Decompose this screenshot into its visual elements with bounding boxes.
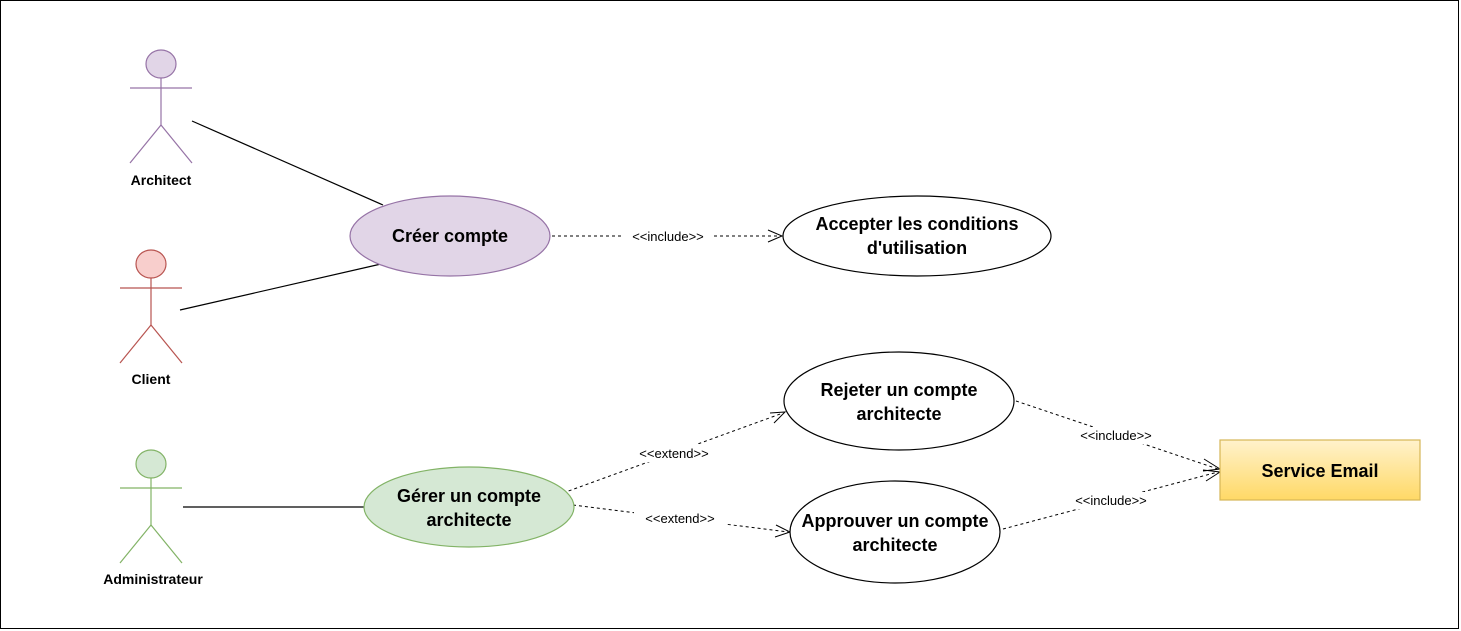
- label-extend-1: <<extend>>: [639, 446, 708, 461]
- usecase-accepter-conditions[interactable]: Accepter les conditions d'utilisation: [782, 195, 1052, 277]
- usecase-label-line1: Rejeter un compte: [820, 380, 977, 400]
- usecase-gerer-compte[interactable]: Gérer un compte architecte: [363, 466, 575, 548]
- actor-head: [135, 249, 167, 279]
- actor-head: [145, 49, 177, 79]
- usecase-label-line1: Gérer un compte: [397, 486, 541, 506]
- actor-architect-label: Architect: [131, 172, 192, 188]
- usecase-label: Créer compte: [392, 226, 508, 246]
- label-extend-2: <<extend>>: [645, 511, 714, 526]
- usecase-approuver-compte[interactable]: Approuver un compte architecte: [789, 480, 1001, 584]
- dependency-rejeter-service: <<include>>: [1015, 400, 1222, 472]
- association-architect-creer: [191, 120, 384, 206]
- usecase-label-line2: architecte: [426, 510, 511, 530]
- service-email-label: Service Email: [1261, 461, 1378, 481]
- label-include-2: <<include>>: [1080, 428, 1152, 443]
- actor-architect[interactable]: [129, 49, 193, 164]
- dependency-approuver-service: <<include>>: [1002, 469, 1222, 530]
- label-include-1: <<include>>: [632, 229, 704, 244]
- service-email[interactable]: Service Email: [1219, 439, 1421, 501]
- actor-head: [135, 449, 167, 479]
- usecase-label-line1: Accepter les conditions: [815, 214, 1018, 234]
- association-client-creer: [179, 263, 382, 311]
- label-include-3: <<include>>: [1075, 493, 1147, 508]
- dependency-creer-accepter: <<include>>: [552, 227, 784, 245]
- usecase-label-line1: Approuver un compte: [801, 511, 988, 531]
- usecase-label-line2: architecte: [856, 404, 941, 424]
- usecase-label-line2: d'utilisation: [867, 238, 967, 258]
- actor-administrateur-label: Administrateur: [103, 571, 203, 587]
- actor-administrateur[interactable]: [119, 449, 183, 564]
- actor-client[interactable]: [119, 249, 183, 364]
- usecase-rejeter-compte[interactable]: Rejeter un compte architecte: [783, 351, 1015, 451]
- dependency-gerer-rejeter: <<extend>>: [562, 411, 787, 494]
- dependency-gerer-approuver: <<extend>>: [572, 504, 792, 538]
- usecase-label-line2: architecte: [852, 535, 937, 555]
- usecase-creer-compte[interactable]: Créer compte: [349, 195, 551, 277]
- actor-client-label: Client: [132, 371, 171, 387]
